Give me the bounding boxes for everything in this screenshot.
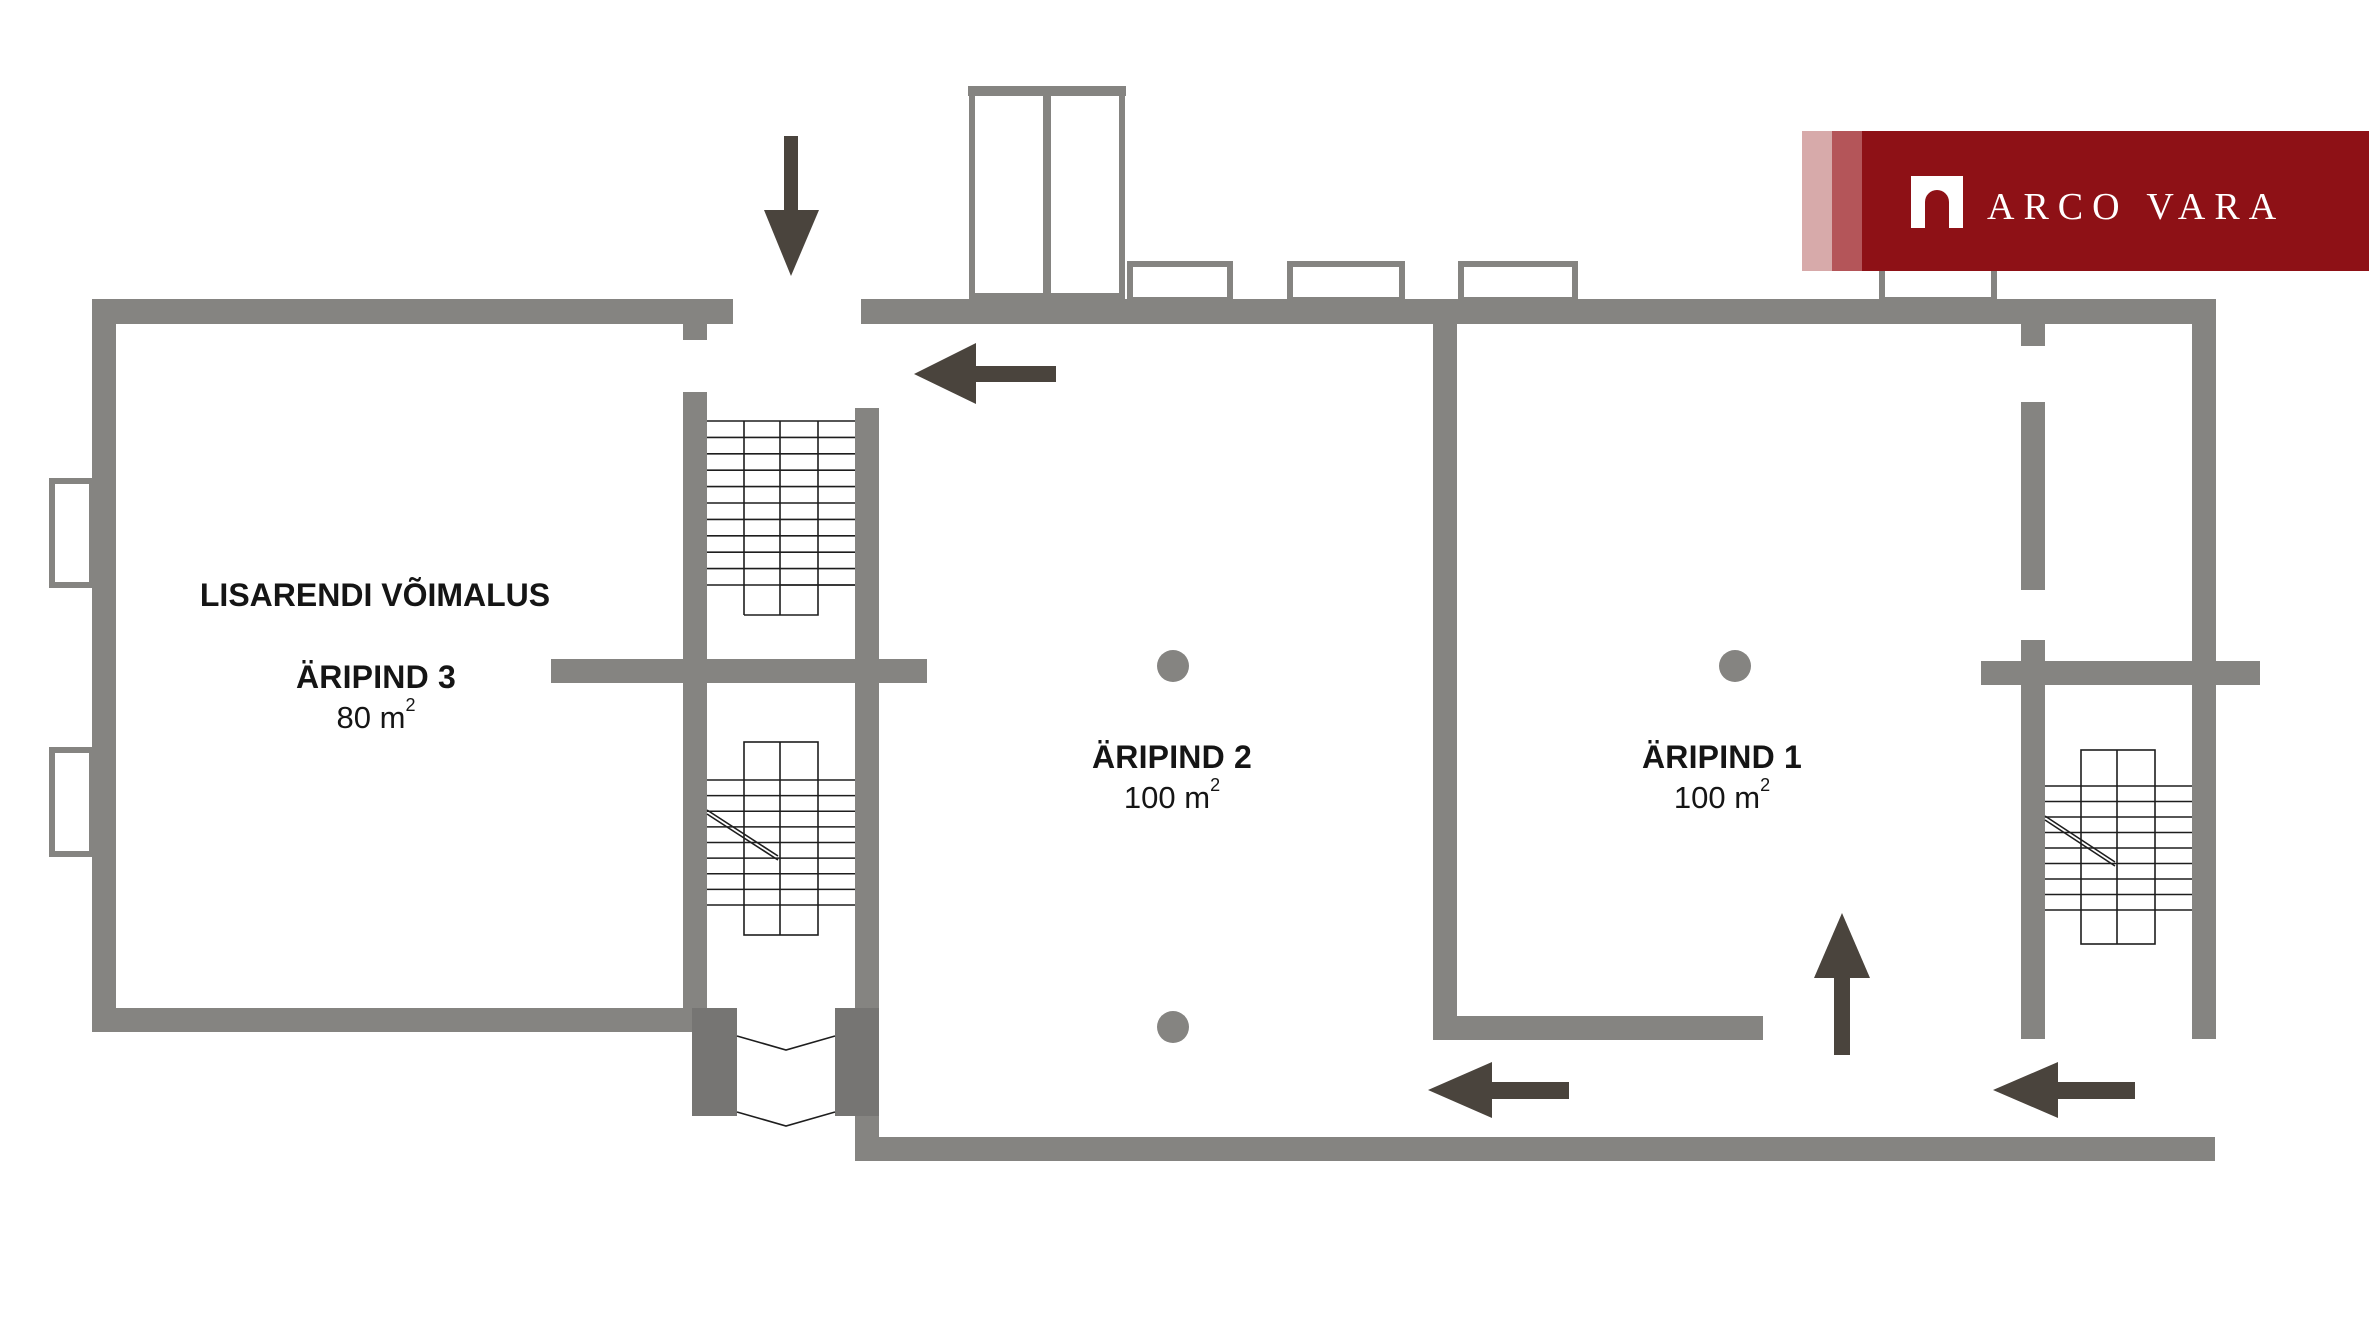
arch-icon — [1911, 176, 1963, 228]
wall-right-stair-left — [2021, 640, 2045, 1039]
logo-text: ARCO VARA — [1987, 186, 2286, 228]
room-name: ÄRIPIND 3 — [295, 659, 457, 695]
logo-stripe-mid — [1832, 131, 1862, 271]
wall-top-main — [861, 299, 2215, 324]
wall-right-horizontal — [1981, 661, 2260, 685]
staircase-icon — [2044, 749, 2192, 945]
window-box-1 — [1127, 261, 1233, 303]
wall-left-outer — [92, 299, 116, 1032]
elevator-top — [968, 86, 1126, 96]
side-window-2 — [49, 747, 95, 857]
brand-logo: ARCO VARA — [1802, 131, 2369, 271]
wall-bottom — [855, 1137, 2215, 1161]
arrows — [764, 136, 2135, 1118]
staircase-icon — [707, 420, 855, 616]
wall-room1-bottom — [1433, 1016, 1763, 1040]
room-name: ÄRIPIND 1 — [1641, 739, 1803, 775]
room-label-aripind-1: ÄRIPIND 1 100 m2 — [1572, 737, 1872, 818]
logo-band — [1862, 131, 2369, 271]
area-value: 100 — [1123, 779, 1176, 815]
room-area: 80 m2 — [226, 694, 526, 738]
wall-right-stub-1 — [2021, 320, 2045, 346]
window-box-3 — [1458, 261, 1578, 303]
room-area: 100 m2 — [1572, 774, 1872, 818]
room-label-aripind-3: ÄRIPIND 3 80 m2 — [226, 657, 526, 738]
area-exponent: 2 — [1760, 774, 1771, 795]
room-note: LISARENDI VÕIMALUS — [199, 577, 551, 613]
area-unit: m — [1184, 779, 1211, 815]
area-value: 80 — [336, 699, 371, 735]
door-jamb-right — [835, 1008, 879, 1116]
area-unit: m — [1734, 779, 1761, 815]
wall-right-stub-2 — [2021, 402, 2045, 590]
area-value: 100 — [1673, 779, 1726, 815]
room-label-aripind-2: ÄRIPIND 2 100 m2 — [1022, 737, 1322, 818]
logo-stripe-light — [1802, 131, 1832, 271]
arrow-left-icon — [914, 343, 1056, 404]
arrow-left-icon — [1993, 1062, 2135, 1118]
arrow-left-icon — [1428, 1062, 1569, 1118]
arrow-up-icon — [1814, 913, 1870, 1055]
area-unit: m — [379, 699, 406, 735]
arrow-down-icon — [764, 136, 819, 276]
wall-stub-top — [683, 320, 707, 340]
wall-left-top — [92, 299, 733, 324]
side-window-1 — [49, 478, 95, 588]
entrance-door — [736, 1035, 836, 1127]
area-exponent: 2 — [1210, 774, 1221, 795]
columns — [1157, 650, 1751, 1043]
window-box-2 — [1287, 261, 1405, 303]
column-icon — [1157, 1011, 1189, 1043]
staircase-icon — [706, 741, 855, 936]
column-icon — [1157, 650, 1189, 682]
room-name: ÄRIPIND 2 — [1091, 739, 1253, 775]
door-jamb-left — [692, 1008, 737, 1116]
room-area: 100 m2 — [1022, 774, 1322, 818]
wall-left-bottom — [92, 1008, 693, 1032]
wall-room1-left — [1433, 299, 1457, 1039]
wall-stair-left — [683, 392, 707, 1032]
column-icon — [1719, 650, 1751, 682]
area-exponent: 2 — [405, 694, 416, 715]
walls — [92, 299, 2260, 1161]
